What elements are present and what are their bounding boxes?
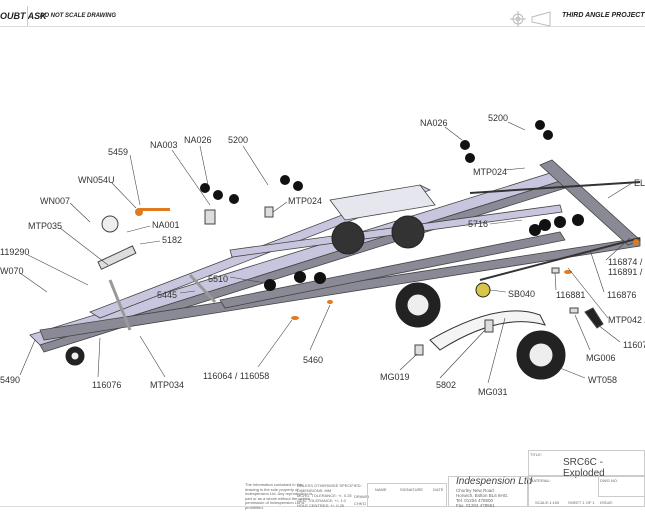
orange-parts <box>135 208 639 320</box>
part-label: 116874 / <box>608 257 643 267</box>
company-name: Indespension Ltd <box>456 476 533 487</box>
part-label: 5802 <box>436 380 456 390</box>
part-label: MTP024 <box>473 167 507 177</box>
part-label: MG019 <box>380 372 410 382</box>
part-label: MG031 <box>478 387 508 397</box>
scale-note: DO NOT SCALE DRAWING <box>40 13 116 19</box>
part-label: 5490 <box>0 375 20 385</box>
part-label: 5459 <box>108 147 128 157</box>
tolerances: UNLESS OTHERWISE SPECIFIED: DIMENSIONS: … <box>297 483 362 508</box>
part-label: 116064 / 116058 <box>203 371 269 381</box>
part-label: 5460 <box>303 355 323 365</box>
part-label: 116891 / <box>608 267 643 277</box>
part-label: 5182 <box>162 235 182 245</box>
part-label: MTP034 <box>150 380 184 390</box>
part-label: NA026 <box>184 135 212 145</box>
projection-symbol-icon <box>510 11 551 27</box>
part-label: MG006 <box>586 353 616 363</box>
part-label: MTP035 <box>28 221 62 231</box>
company-address: Chorley New Road Horwich, Bolton BL6 6HG… <box>456 488 509 508</box>
part-label: 11607 <box>623 340 645 350</box>
part-label: W070 <box>0 266 24 276</box>
rollers <box>200 120 584 291</box>
part-label: 119290 <box>0 247 29 257</box>
part-label: MTP042 / <box>608 315 645 325</box>
part-label: MTP024 <box>288 196 322 206</box>
part-label: SB040 <box>508 289 535 299</box>
part-label: WN054U <box>78 175 115 185</box>
part-label: 5200 <box>488 113 508 123</box>
leader-lines <box>19 121 633 384</box>
part-label: 5510 <box>208 274 228 284</box>
mudguard <box>429 310 546 351</box>
projection-note: THIRD ANGLE PROJECT <box>562 12 645 19</box>
part-label: 5200 <box>228 135 248 145</box>
part-label: EL <box>634 178 645 188</box>
part-label: NA003 <box>150 140 178 150</box>
part-label: 5445 <box>157 290 177 300</box>
part-label: WN007 <box>40 196 70 206</box>
part-label: 5716 <box>468 219 488 229</box>
drawing-header: OUBT ASK DO NOT SCALE DRAWING THIRD ANGL… <box>0 0 645 27</box>
header-left-note: OUBT ASK <box>0 11 47 21</box>
disclaimer: The information contained in this drawin… <box>245 482 312 510</box>
part-label: WT058 <box>588 375 617 385</box>
part-label: 116881 <box>556 290 585 300</box>
part-labels: 5459 NA003 NA026 5200 WN054U WN007 NA001… <box>0 113 645 397</box>
part-label: NA001 <box>152 220 180 230</box>
drawing-title: SRC6C - Exploded <box>563 457 605 479</box>
wheels <box>65 215 566 380</box>
part-label: 116076 <box>92 380 121 390</box>
part-label: 116876 <box>607 290 636 300</box>
part-label: NA026 <box>420 118 448 128</box>
